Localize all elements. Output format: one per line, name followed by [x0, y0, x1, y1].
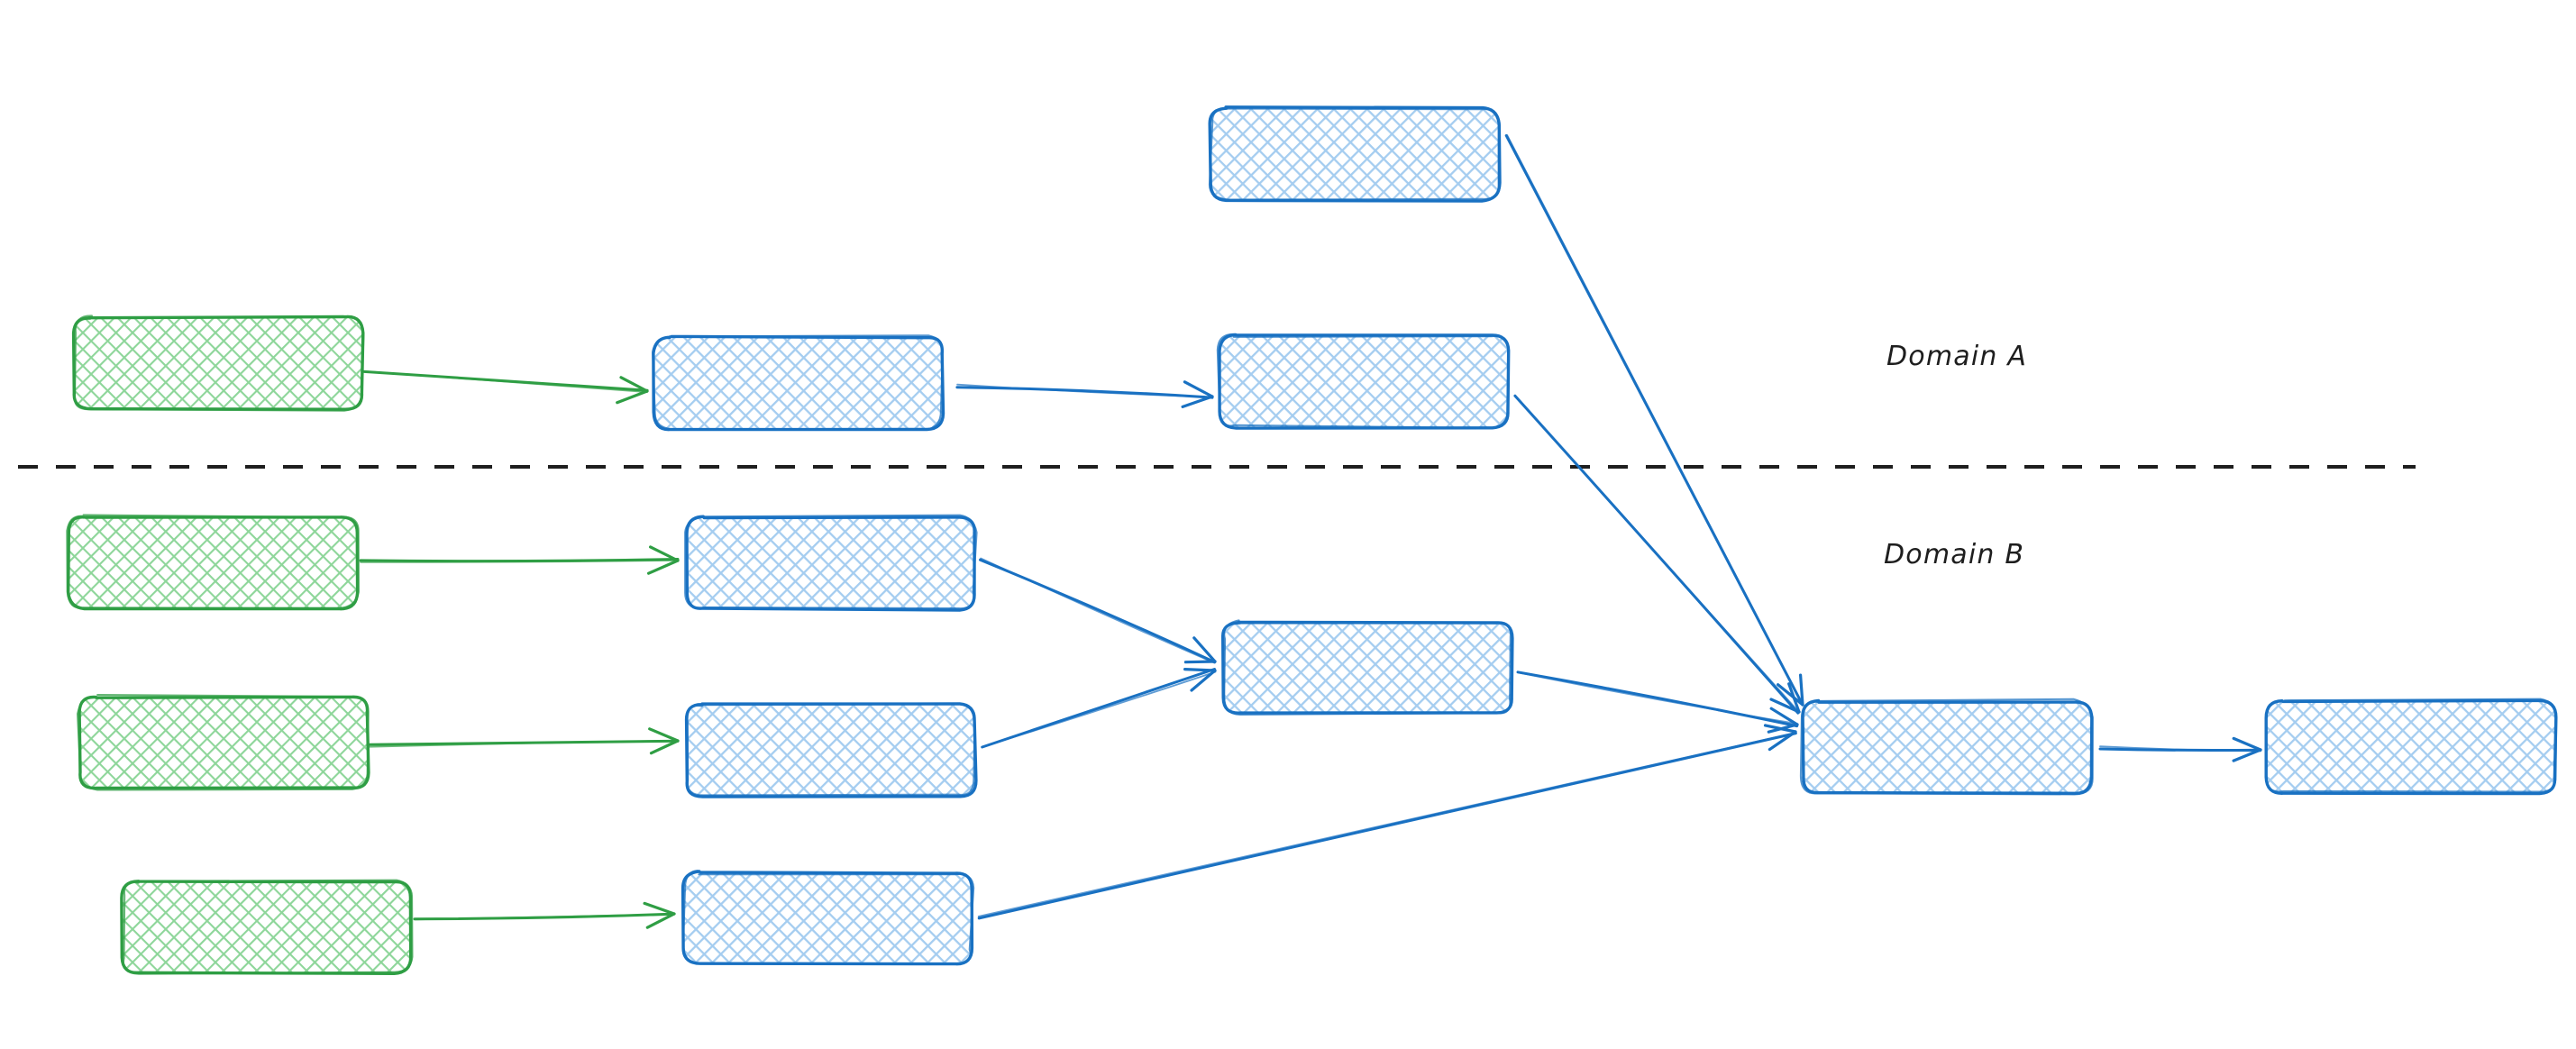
edge-arrowhead: [2232, 748, 2262, 762]
node-fill: [687, 517, 975, 609]
process-node-a1[interactable]: [652, 334, 945, 432]
node-outline: [1223, 619, 1512, 716]
source-node-a1[interactable]: [71, 315, 365, 412]
output-node[interactable]: [2264, 698, 2558, 796]
edge-source-b3-to-process-b3[interactable]: [413, 901, 676, 929]
edge-line: [414, 913, 675, 921]
node-fill: [74, 317, 362, 409]
edge-line: [980, 557, 1216, 664]
edge-arrowhead: [649, 739, 680, 755]
edge-arrowhead: [2232, 736, 2262, 752]
node-fill: [69, 516, 357, 608]
node-outline: [73, 315, 365, 412]
edge-line: [977, 732, 1797, 920]
node-fill: [1219, 335, 1508, 427]
edge-line: [956, 383, 1213, 398]
node-fill: [123, 881, 411, 973]
edge-source-b1-to-process-b1[interactable]: [359, 545, 680, 575]
edge-line: [361, 369, 648, 393]
edge-line: [360, 560, 679, 563]
domain-b-label: Domain B: [1884, 539, 2025, 570]
edge-line: [1514, 395, 1800, 713]
edge-line: [981, 670, 1217, 748]
node-outline: [1216, 333, 1510, 429]
edge-line: [369, 739, 679, 748]
edge-arrowhead: [647, 559, 680, 575]
edge-line: [1517, 671, 1798, 725]
edge-arrowhead: [1183, 380, 1214, 398]
edge-hub-to-output[interactable]: [2098, 736, 2262, 762]
node-outline: [66, 514, 360, 609]
edge-arrowhead: [1777, 683, 1804, 707]
edge-arrowhead: [619, 376, 649, 393]
edge-process-a1-to-process-a2[interactable]: [955, 380, 1214, 408]
edge-arrowhead: [643, 901, 676, 916]
edge-source-a1-to-process-a1[interactable]: [361, 369, 649, 405]
node-outline: [684, 514, 978, 610]
edge-source-b2-to-process-b2[interactable]: [368, 727, 680, 755]
domain-a-label: Domain A: [1886, 341, 2028, 372]
edge-aggregate-to-hub[interactable]: [1516, 670, 1799, 734]
nodes-group: [66, 105, 2558, 975]
node-fill: [1210, 108, 1499, 200]
node-fill: [687, 705, 975, 797]
edge-process-b1-to-aggregate[interactable]: [979, 557, 1217, 664]
source-node-b2[interactable]: [77, 694, 370, 791]
node-outline: [686, 703, 976, 797]
node-fill: [1223, 622, 1512, 714]
node-fill: [654, 337, 943, 429]
edge-arrowhead: [1763, 724, 1797, 734]
node-outline: [681, 870, 975, 965]
edge-arrowhead: [1192, 636, 1217, 663]
node-fill: [683, 872, 972, 964]
edge-line: [359, 558, 680, 563]
edge-arrowhead: [1769, 698, 1801, 714]
edge-arrowhead: [1768, 730, 1797, 752]
node-outline: [1799, 698, 2094, 796]
node-fill: [79, 697, 368, 789]
source-node-b3[interactable]: [120, 879, 414, 975]
node-outline: [77, 694, 370, 791]
edge-arrowhead: [1769, 707, 1799, 726]
edge-arrowhead: [648, 727, 680, 743]
edge-arrowhead: [645, 912, 676, 929]
edge-arrowhead: [1799, 673, 1804, 707]
edge-line: [2099, 745, 2261, 753]
node-fill: [2267, 701, 2555, 793]
edge-arrowhead: [1787, 682, 1801, 714]
edge-arrowhead: [1181, 395, 1214, 408]
edge-arrowhead: [1190, 669, 1217, 692]
node-outline: [2265, 698, 2558, 793]
edge-line: [1506, 134, 1804, 706]
process-node-a2[interactable]: [1216, 333, 1511, 430]
process-node-b2[interactable]: [684, 702, 978, 798]
edge-process-b3-to-hub[interactable]: [977, 724, 1797, 920]
node-outline: [652, 334, 944, 431]
edge-process-b2-to-aggregate[interactable]: [981, 668, 1217, 749]
node-outline: [1208, 106, 1502, 201]
edges-group: [359, 133, 2262, 929]
edge-arrowhead: [616, 389, 649, 405]
edge-process-a0-to-hub[interactable]: [1504, 133, 1804, 707]
edge-arrowhead: [649, 545, 680, 562]
node-outline: [120, 880, 413, 975]
edge-process-a2-to-hub[interactable]: [1513, 394, 1801, 715]
hub-node[interactable]: [1799, 698, 2094, 796]
aggregate-node-b1[interactable]: [1220, 619, 1514, 716]
process-node-b1[interactable]: [684, 514, 978, 612]
node-fill: [1803, 701, 2091, 793]
process-node-a0[interactable]: [1208, 105, 1502, 203]
edge-line: [977, 732, 1797, 917]
source-node-b1[interactable]: [66, 514, 360, 611]
edge-arrowhead: [1183, 660, 1217, 664]
process-node-b3[interactable]: [681, 870, 975, 966]
node-outline: [122, 879, 414, 975]
